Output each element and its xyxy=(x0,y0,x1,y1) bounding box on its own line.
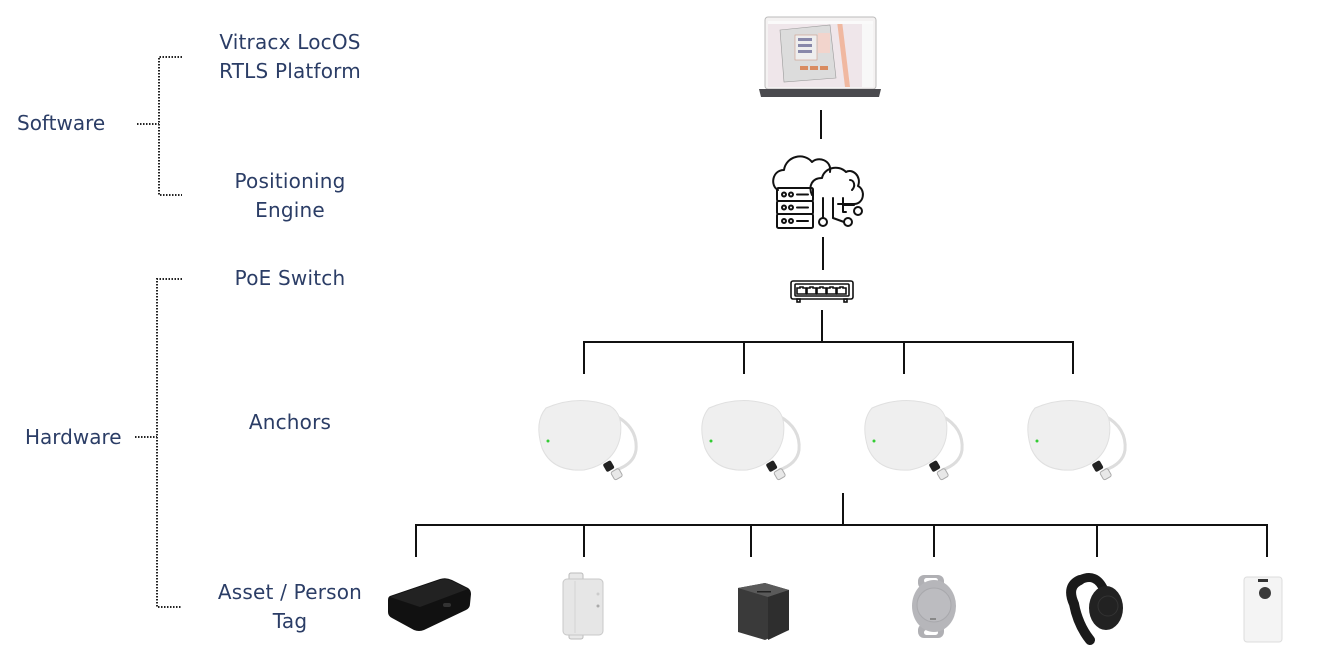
tag-wristband xyxy=(1066,573,1123,645)
layer-label-engine: Positioning Engine xyxy=(190,167,390,225)
anchors-row xyxy=(538,399,1127,481)
tag-grey-oval xyxy=(912,575,956,638)
anchor-device-icon xyxy=(864,399,964,481)
tag-white-enclosure xyxy=(562,572,604,640)
layer-label-platform-line1: Vitracx LocOS xyxy=(219,30,361,54)
connectors xyxy=(415,110,1268,557)
layer-label-tags: Asset / Person Tag xyxy=(190,578,390,636)
layer-label-tags-line2: Tag xyxy=(272,609,308,633)
anchor-device-icon xyxy=(538,399,638,481)
layer-label-engine-line2: Engine xyxy=(255,198,325,222)
layer-label-tags-line1: Asset / Person xyxy=(217,580,363,604)
tag-dark-cube xyxy=(738,583,789,640)
tag-white-card xyxy=(1243,576,1283,643)
layer-label-anchors-line1: Anchors xyxy=(248,410,332,434)
layer-label-switch-line1: PoE Switch xyxy=(234,266,346,290)
software-bracket xyxy=(137,56,182,196)
network-switch-icon xyxy=(790,280,854,303)
layer-label-platform-line2: RTLS Platform xyxy=(219,59,361,83)
hardware-bracket xyxy=(135,278,182,608)
tag-black-box xyxy=(388,578,471,631)
group-label-software: Software xyxy=(17,111,106,135)
anchor-device-icon xyxy=(1027,399,1127,481)
laptop-icon xyxy=(759,16,881,97)
layer-label-platform: Vitracx LocOS RTLS Platform xyxy=(190,28,390,86)
layer-label-anchors: Anchors xyxy=(190,408,390,437)
cloud-server-icon xyxy=(772,155,864,229)
layer-label-engine-line1: Positioning xyxy=(234,169,346,193)
anchor-device-icon xyxy=(701,399,801,481)
group-label-hardware: Hardware xyxy=(25,425,122,449)
layer-label-switch: PoE Switch xyxy=(190,264,390,293)
